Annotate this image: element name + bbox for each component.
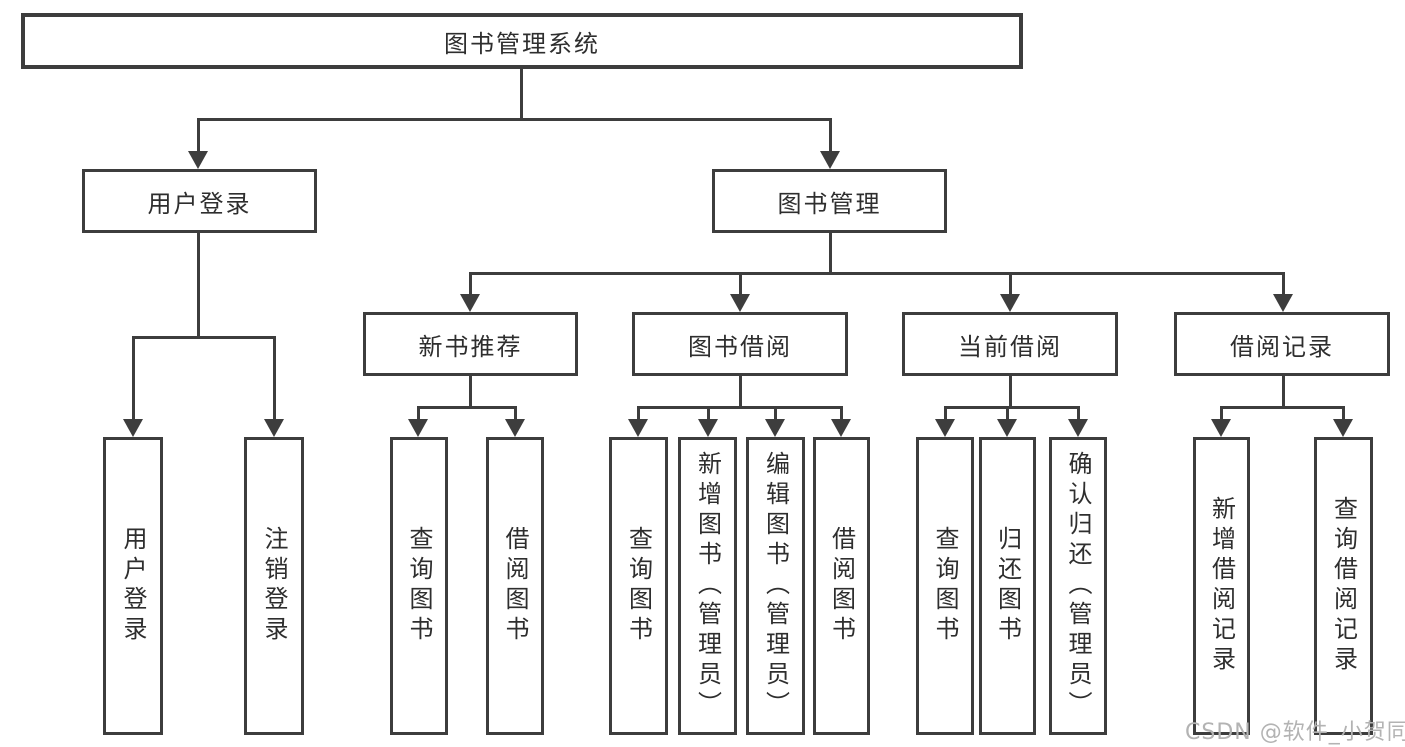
connector-line [1077, 406, 1080, 422]
connector-line [944, 406, 1080, 409]
connector-line [469, 376, 472, 409]
leaf-label: 查询借阅记录 [1329, 496, 1358, 676]
leaf-label: 确认归还（管理员） [1064, 451, 1092, 721]
connector-line [417, 406, 517, 409]
arrow-down-icon [264, 419, 284, 437]
arrow-down-icon [408, 419, 428, 437]
arrow-down-icon [831, 419, 851, 437]
connector-line [520, 67, 523, 121]
node-label: 当前借阅 [958, 332, 1062, 361]
node-library-management-system: 图书管理系统 [21, 13, 1023, 69]
leaf-add-book-admin: 新增图书（管理员） [678, 437, 737, 735]
node-label: 新书推荐 [418, 332, 523, 361]
node-book-borrowing: 图书借阅 [632, 312, 848, 376]
connector-line [197, 233, 200, 339]
leaf-edit-book-admin: 编辑图书（管理员） [746, 437, 805, 735]
connector-line [1006, 406, 1009, 422]
connector-line [739, 376, 742, 409]
arrow-down-icon [730, 294, 750, 312]
connector-line [132, 336, 135, 422]
node-book-management: 图书管理 [712, 169, 947, 233]
connector-line [707, 406, 710, 422]
connector-line [774, 406, 777, 422]
leaf-label: 编辑图书（管理员） [761, 451, 790, 721]
leaf-current-query-books: 查询图书 [916, 437, 974, 735]
leaf-add-borrowing-record: 新增借阅记录 [1193, 437, 1250, 735]
node-label: 图书管理 [777, 189, 882, 218]
arrow-down-icon [188, 151, 208, 169]
leaf-label: 归还图书 [993, 526, 1022, 646]
leaf-label: 用户登录 [119, 526, 147, 646]
node-label: 用户登录 [147, 189, 252, 218]
arrow-down-icon [1333, 419, 1353, 437]
arrow-down-icon [123, 419, 143, 437]
connector-line [1220, 406, 1223, 422]
leaf-label: 借阅图书 [827, 526, 856, 646]
arrow-down-icon [1273, 294, 1293, 312]
connector-line [132, 336, 276, 339]
leaf-label: 查询图书 [624, 526, 653, 646]
leaf-user-login: 用户登录 [103, 437, 163, 735]
leaf-logout: 注销登录 [244, 437, 304, 735]
node-label: 借阅记录 [1230, 332, 1334, 361]
leaf-borrowing-borrow-books: 借阅图书 [813, 437, 870, 735]
node-user-login: 用户登录 [82, 169, 317, 233]
connector-line [197, 118, 832, 121]
leaf-label: 新增借阅记录 [1207, 496, 1236, 676]
connector-line [637, 406, 640, 422]
connector-line [739, 272, 742, 296]
arrow-down-icon [997, 419, 1017, 437]
connector-line [829, 233, 832, 275]
leaf-newbooks-query-books: 查询图书 [390, 437, 448, 735]
connector-line [514, 406, 517, 422]
leaf-label: 注销登录 [260, 526, 288, 646]
arrow-down-icon [820, 151, 840, 169]
node-label: 图书管理系统 [444, 29, 600, 58]
arrow-down-icon [765, 419, 785, 437]
leaf-query-borrowing-record: 查询借阅记录 [1314, 437, 1373, 735]
arrow-down-icon [1000, 294, 1020, 312]
leaf-confirm-return-admin: 确认归还（管理员） [1049, 437, 1107, 735]
csdn-watermark: CSDN @软件_小贺同学 [1185, 720, 1405, 745]
connector-line [469, 272, 472, 296]
leaf-borrowing-query-books: 查询图书 [609, 437, 668, 735]
leaf-newbooks-borrow-books: 借阅图书 [486, 437, 544, 735]
leaf-label: 查询图书 [405, 526, 433, 646]
leaf-label: 查询图书 [931, 526, 959, 646]
arrow-down-icon [505, 419, 525, 437]
connector-line [417, 406, 420, 422]
connector-line [273, 336, 276, 422]
connector-line [637, 406, 843, 409]
connector-line [1282, 376, 1285, 409]
connector-line [829, 118, 832, 154]
connector-line [1009, 272, 1012, 296]
leaf-label: 新增图书（管理员） [693, 451, 722, 721]
arrow-down-icon [628, 419, 648, 437]
arrow-down-icon [698, 419, 718, 437]
arrow-down-icon [460, 294, 480, 312]
node-new-book-recommendation: 新书推荐 [363, 312, 578, 376]
node-borrowing-records: 借阅记录 [1174, 312, 1390, 376]
connector-line [840, 406, 843, 422]
leaf-return-books: 归还图书 [979, 437, 1036, 735]
connector-line [469, 272, 1285, 275]
node-current-borrowing: 当前借阅 [902, 312, 1118, 376]
arrow-down-icon [1211, 419, 1231, 437]
connector-line [1220, 406, 1345, 409]
arrow-down-icon [935, 419, 955, 437]
connector-line [197, 118, 200, 154]
connector-line [944, 406, 947, 422]
connector-line [1009, 376, 1012, 409]
connector-line [1282, 272, 1285, 296]
arrow-down-icon [1068, 419, 1088, 437]
connector-line [1342, 406, 1345, 422]
leaf-label: 借阅图书 [501, 526, 529, 646]
node-label: 图书借阅 [688, 332, 792, 361]
